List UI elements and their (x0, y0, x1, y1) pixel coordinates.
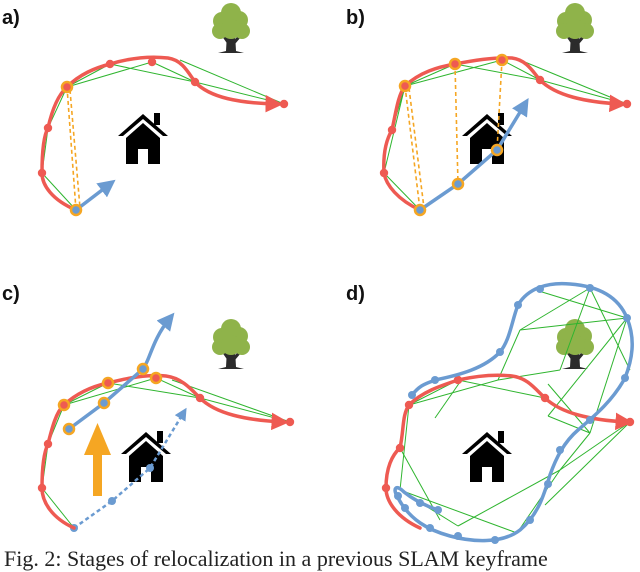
previous-keyframes (37, 57, 289, 178)
figure-caption: Fig. 2: Stages of relocalization in a pr… (4, 546, 548, 571)
tree-icon (554, 317, 596, 371)
current-trajectory (418, 98, 529, 212)
house-icon (121, 431, 171, 482)
matched-keyframes (60, 80, 83, 217)
current-trajectory (393, 281, 634, 543)
uncorrected-trajectory (73, 407, 187, 530)
relocalization-figure: a) b) (2, 1, 635, 544)
correction-arrow-icon (84, 423, 111, 496)
panel-label-a: a) (2, 7, 20, 29)
current-trajectory (74, 179, 116, 212)
panel-d: d) (346, 281, 635, 544)
loop-matches (404, 59, 503, 211)
previous-keyframes (381, 375, 635, 493)
previous-keyframes (379, 75, 632, 178)
loop-matches (66, 86, 81, 211)
tree-icon (210, 317, 252, 371)
current-keyframes (394, 284, 631, 544)
house-icon (118, 113, 168, 164)
matched-keyframes (398, 53, 509, 217)
tree-icon (210, 1, 252, 55)
panel-b: b) (346, 1, 632, 217)
previous-trajectory (382, 56, 627, 212)
previous-trajectory (40, 55, 283, 212)
panel-label-b: b) (346, 7, 365, 29)
matched-keyframes (57, 362, 163, 436)
panel-label-c: c) (2, 283, 20, 305)
panel-c: c) (2, 283, 295, 532)
panel-a: a) (2, 1, 289, 217)
panel-label-d: d) (346, 283, 365, 305)
house-icon (462, 431, 512, 482)
graph-edges (399, 287, 631, 534)
tree-icon (554, 1, 596, 55)
previous-keyframes (37, 393, 295, 493)
